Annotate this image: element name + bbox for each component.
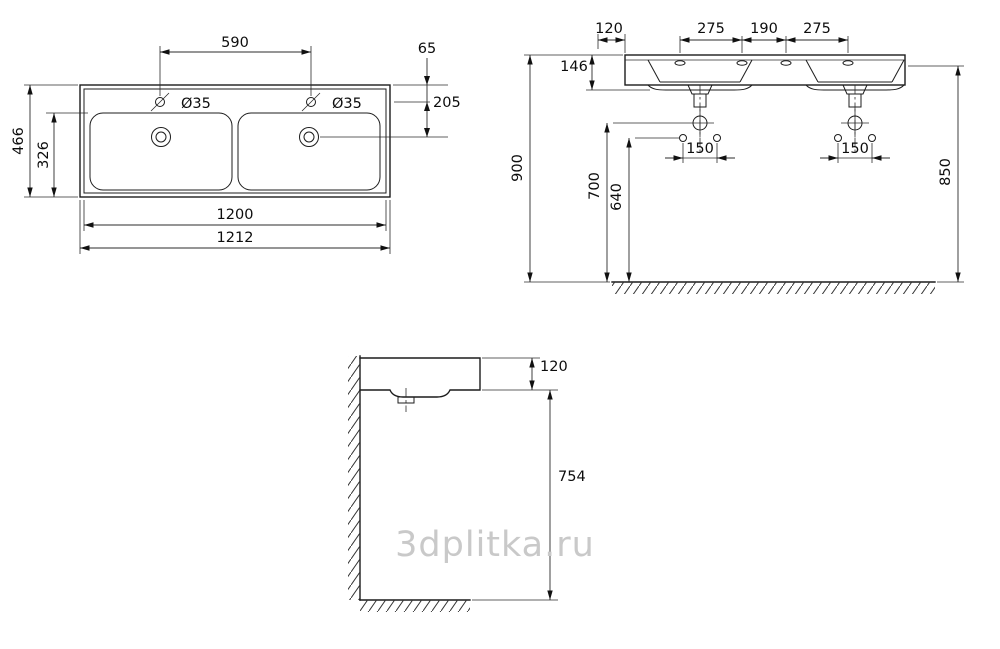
right-faucet-hole — [306, 97, 316, 107]
front-view: 275 190 275 120 146 900 700 640 — [510, 21, 964, 294]
label-hole-right: Ø35 — [332, 96, 362, 112]
plan-dimensions: 590 65 205 466 326 1200 — [11, 35, 461, 254]
side-dimensions: 120 754 — [472, 357, 586, 601]
dim-edge-offset: 120 — [595, 21, 623, 37]
side-view: 120 754 — [348, 355, 586, 612]
left-drain — [151, 127, 171, 147]
left-faucet-hole — [155, 97, 165, 107]
top-hole — [780, 60, 792, 66]
dim-thickness: 120 — [540, 359, 568, 375]
dim-basin-front: 326 — [36, 141, 52, 169]
fixing-hole — [713, 134, 721, 142]
dim-rim-to-floor: 900 — [510, 154, 526, 182]
dim-underside-to-floor: 850 — [938, 158, 954, 186]
dim-hole-gap-left: 275 — [697, 21, 725, 37]
plan-outline — [79, 84, 391, 198]
right-basin — [237, 112, 381, 191]
right-drain — [299, 127, 319, 147]
side-profile — [359, 357, 481, 412]
right-drain-assembly — [834, 84, 876, 152]
dim-trap-to-floor: 700 — [587, 172, 603, 200]
top-hole — [674, 60, 686, 66]
dim-hole-gap-right: 275 — [803, 21, 831, 37]
left-drain-assembly — [679, 84, 721, 152]
dim-drain-back-offset: 205 — [433, 95, 461, 111]
dim-fixings-to-floor: 640 — [609, 183, 625, 211]
wall — [348, 355, 361, 601]
watermark: 3dplitka.ru — [395, 525, 595, 565]
plan-view: 590 65 205 466 326 1200 — [11, 35, 461, 254]
fixing-hole — [679, 134, 687, 142]
dim-fixing-spacing-right: 150 — [841, 141, 869, 157]
dim-hole-gap-center: 190 — [750, 21, 778, 37]
left-basin — [89, 112, 233, 191]
dim-clearance-to-floor: 754 — [558, 469, 586, 485]
dim-depth-total: 466 — [11, 127, 27, 155]
front-dimensions: 275 190 275 120 146 900 700 640 — [510, 21, 964, 283]
dim-faucet-spacing: 590 — [221, 35, 249, 51]
dim-hole-back-offset: 65 — [418, 41, 436, 57]
dim-apron-height: 146 — [560, 59, 588, 75]
label-hole-left: Ø35 — [181, 96, 211, 112]
floor — [611, 281, 936, 294]
dim-width-basin-span: 1200 — [217, 207, 254, 223]
fixing-hole — [868, 134, 876, 142]
dim-fixing-spacing-left: 150 — [686, 141, 714, 157]
fixing-hole — [834, 134, 842, 142]
dim-width-total: 1212 — [217, 230, 254, 246]
top-hole — [842, 60, 854, 66]
side-floor — [359, 599, 471, 612]
top-hole — [736, 60, 748, 66]
